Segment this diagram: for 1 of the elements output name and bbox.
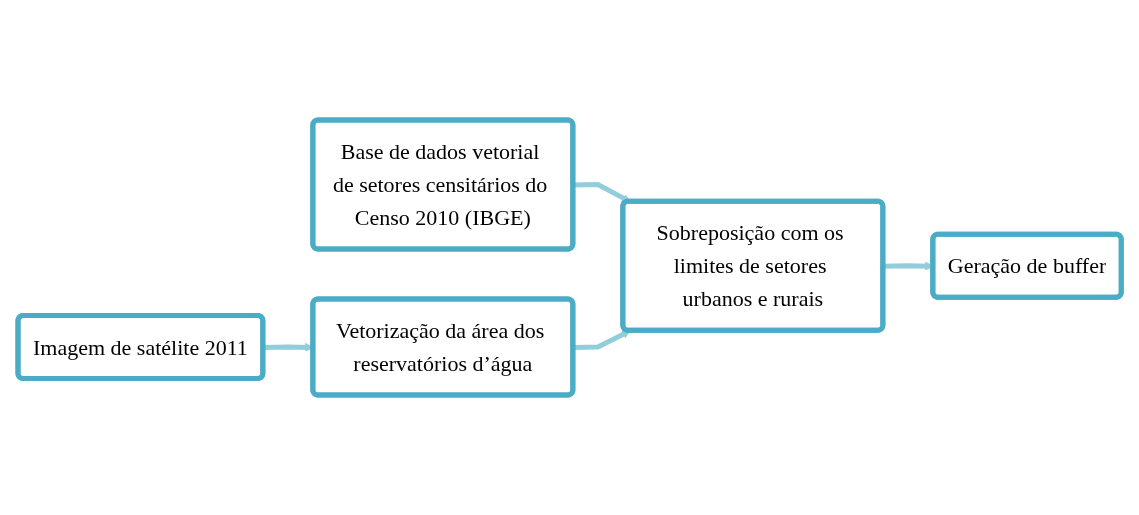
arrow xyxy=(573,330,631,350)
